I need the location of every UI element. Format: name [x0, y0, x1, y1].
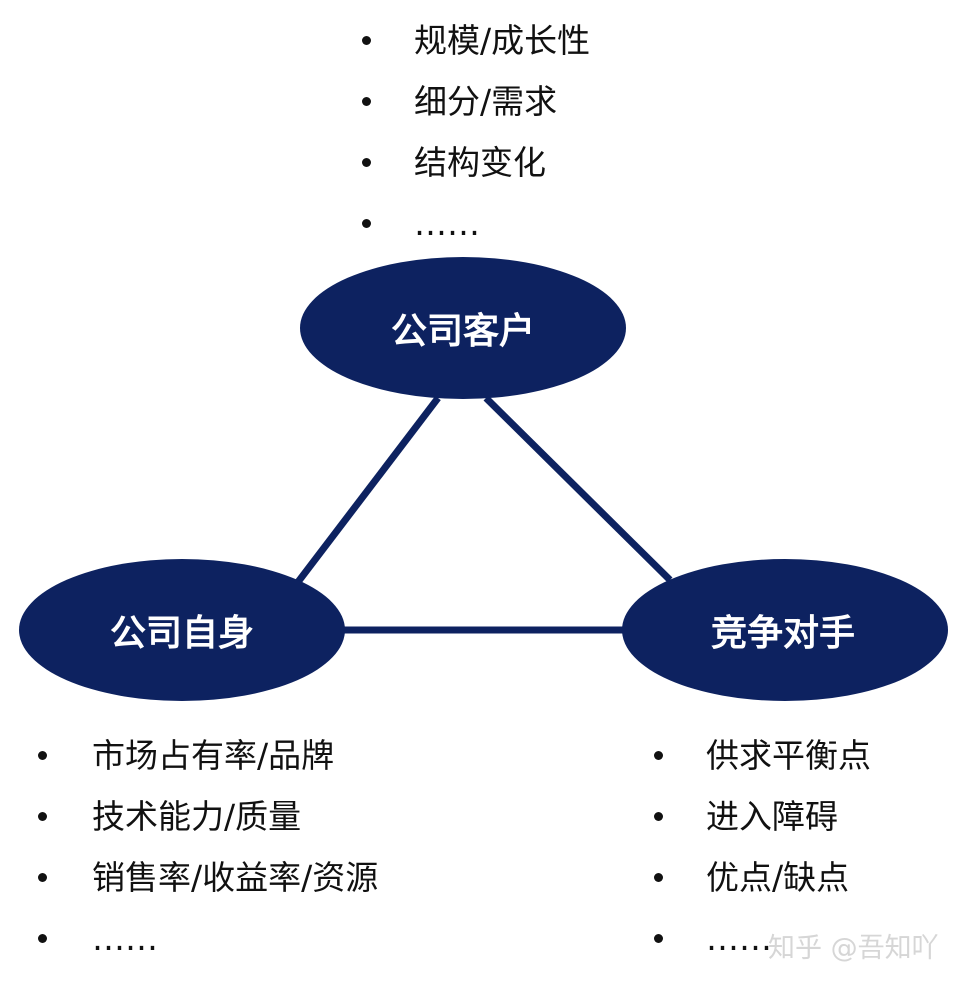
- list-item-text: 细分/需求: [414, 82, 558, 121]
- list-item-text: 市场占有率/品牌: [92, 736, 335, 775]
- list-item: 结构变化: [362, 132, 590, 193]
- list-item: ……: [38, 908, 378, 969]
- bullet-dot: [38, 812, 47, 821]
- bullet-dot: [38, 873, 47, 882]
- bullet-dot: [654, 751, 663, 760]
- list-item-text: 优点/缺点: [706, 858, 850, 897]
- bullet-dot: [362, 36, 371, 45]
- list-item: 销售率/收益率/资源: [38, 847, 378, 908]
- node-competitor-label: 竞争对手: [710, 613, 856, 654]
- node-customer-label: 公司客户: [390, 311, 536, 352]
- bullet-dot: [38, 751, 47, 760]
- list-item-text: ……: [706, 919, 772, 958]
- edge-customer-self: [295, 395, 441, 585]
- watermark: 知乎 @吾知吖: [768, 933, 939, 964]
- list-item: 技术能力/质量: [38, 786, 378, 847]
- list-item: 细分/需求: [362, 71, 590, 132]
- list-item: 进入障碍: [654, 786, 871, 847]
- bullet-dot: [654, 934, 663, 943]
- list-item-text: 进入障碍: [706, 797, 838, 836]
- bullet-dot: [362, 219, 371, 228]
- list-item: 市场占有率/品牌: [38, 725, 378, 786]
- list-item-text: 技术能力/质量: [92, 797, 302, 836]
- self-factors-list: 市场占有率/品牌 技术能力/质量 销售率/收益率/资源 ……: [38, 725, 378, 969]
- list-item-text: 结构变化: [414, 143, 546, 182]
- list-item-text: 规模/成长性: [414, 21, 591, 60]
- bullet-dot: [654, 812, 663, 821]
- node-competitor-ellipse: [622, 559, 948, 701]
- bullet-dot: [362, 158, 371, 167]
- list-item-text: 销售率/收益率/资源: [92, 858, 379, 897]
- list-item-text: ……: [414, 204, 480, 243]
- node-customer-ellipse: [300, 257, 626, 399]
- list-item: ……: [362, 193, 590, 254]
- edge-customer-competitor: [483, 395, 673, 583]
- list-item: ……: [654, 908, 871, 969]
- list-item-text: ……: [92, 919, 158, 958]
- list-item-text: 供求平衡点: [706, 736, 871, 775]
- competitor-factors-list: 供求平衡点 进入障碍 优点/缺点 ……: [654, 725, 871, 969]
- bullet-dot: [362, 97, 371, 106]
- customer-factors-list: 规模/成长性 细分/需求 结构变化 ……: [362, 10, 590, 254]
- list-item: 优点/缺点: [654, 847, 871, 908]
- node-self-label: 公司自身: [109, 613, 255, 654]
- bullet-dot: [38, 934, 47, 943]
- node-self-ellipse: [19, 559, 345, 701]
- list-item: 规模/成长性: [362, 10, 590, 71]
- bullet-dot: [654, 873, 663, 882]
- list-item: 供求平衡点: [654, 725, 871, 786]
